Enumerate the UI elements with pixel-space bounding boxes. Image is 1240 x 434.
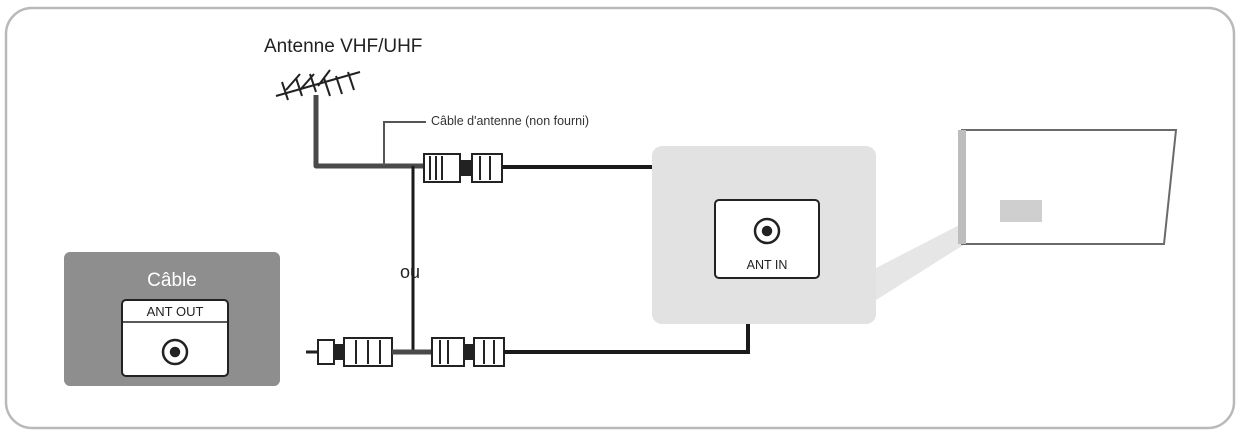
cable-box-title: Câble — [147, 270, 197, 291]
coax-connector-top — [423, 153, 503, 183]
ant-in-port-panel — [714, 199, 820, 279]
ant-out-port-panel — [121, 299, 229, 377]
antenna-cable — [313, 95, 424, 169]
tv-icon — [958, 129, 1178, 245]
or-label: ou — [400, 262, 421, 282]
antenna-cable-label: Câble d'antenne (non fourni) — [431, 114, 590, 128]
ant-in-port-icon — [753, 217, 781, 245]
ant-out-label: ANT OUT — [146, 304, 204, 319]
antenna-icon — [275, 69, 361, 101]
tv-port-highlight — [1000, 200, 1042, 222]
coax-connector-bottom-right — [431, 337, 505, 367]
coax-connector-bottom-left — [306, 337, 393, 367]
antenna-label: Antenne VHF/UHF — [264, 36, 423, 57]
ant-out-port-icon — [161, 338, 189, 366]
cable-label-leader — [383, 121, 426, 166]
diagram-border — [4, 6, 1236, 430]
ant-in-label: ANT IN — [746, 258, 788, 272]
